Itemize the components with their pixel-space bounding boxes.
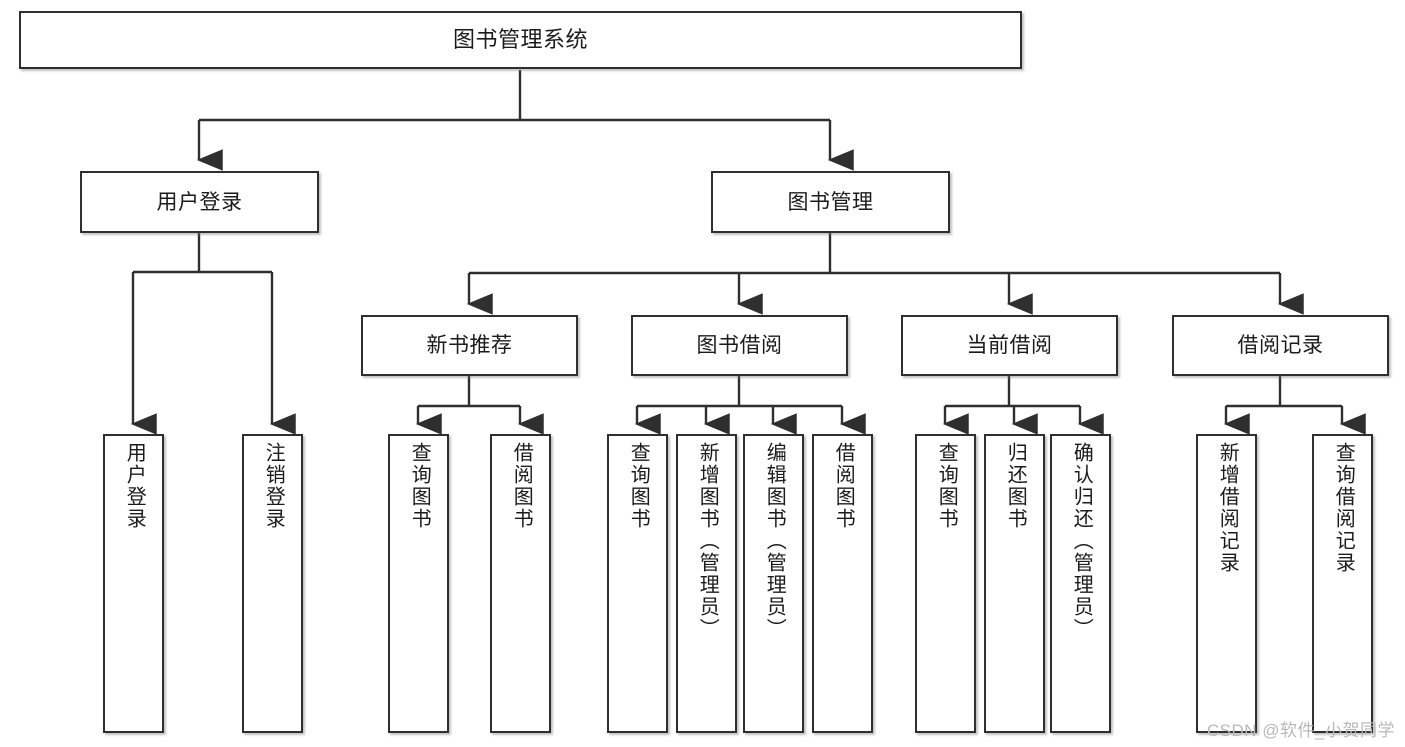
node-label: 新书推荐 — [426, 334, 513, 357]
leaf-add-record[interactable]: 新增借阅记录 — [1196, 434, 1257, 733]
leaf-confirm-return[interactable]: 确认归还（管理员） — [1050, 434, 1111, 733]
node-book-manage[interactable]: 图书管理 — [711, 171, 950, 233]
node-current-borrow[interactable]: 当前借阅 — [901, 315, 1118, 376]
csdn-watermark: CSDN @软件_小贺同学 — [1206, 721, 1395, 740]
node-label: 用户登录 — [156, 190, 243, 214]
node-root-system[interactable]: 图书管理系统 — [19, 11, 1022, 69]
node-label: 编辑图书（管理员） — [763, 442, 786, 640]
leaf-query-book-1[interactable]: 查询图书 — [388, 434, 449, 733]
node-label: 查询借阅记录 — [1332, 442, 1355, 574]
node-label: 借阅记录 — [1237, 334, 1324, 357]
node-label: 新增图书（管理员） — [696, 442, 719, 640]
leaf-borrow-book-1[interactable]: 借阅图书 — [490, 434, 551, 733]
leaf-query-record[interactable]: 查询借阅记录 — [1312, 434, 1373, 733]
node-book-borrow[interactable]: 图书借阅 — [631, 315, 848, 376]
leaf-add-book[interactable]: 新增图书（管理员） — [676, 434, 737, 733]
node-label: 图书管理 — [787, 190, 874, 214]
leaf-user-login[interactable]: 用户登录 — [103, 434, 164, 733]
node-label: 新增借阅记录 — [1216, 442, 1239, 574]
leaf-query-book-2[interactable]: 查询图书 — [607, 434, 668, 733]
node-label: 注销登录 — [262, 442, 285, 530]
node-label: 借阅图书 — [832, 442, 855, 530]
leaf-logout-login[interactable]: 注销登录 — [242, 434, 303, 733]
leaf-query-book-3[interactable]: 查询图书 — [915, 434, 976, 733]
node-label: 用户登录 — [123, 442, 146, 530]
node-label: 归还图书 — [1004, 442, 1027, 530]
leaf-edit-book[interactable]: 编辑图书（管理员） — [743, 434, 804, 733]
node-label: 查询图书 — [627, 442, 650, 530]
node-new-book-recommend[interactable]: 新书推荐 — [361, 315, 578, 376]
node-label: 当前借阅 — [966, 334, 1053, 357]
leaf-borrow-book-2[interactable]: 借阅图书 — [812, 434, 873, 733]
node-label: 图书管理系统 — [452, 27, 588, 52]
node-user-login[interactable]: 用户登录 — [80, 171, 319, 233]
node-label: 查询图书 — [408, 442, 431, 530]
node-label: 查询图书 — [935, 442, 958, 530]
node-borrow-record[interactable]: 借阅记录 — [1172, 315, 1389, 376]
node-label: 图书借阅 — [696, 334, 783, 357]
leaf-return-book[interactable]: 归还图书 — [984, 434, 1045, 733]
node-label: 借阅图书 — [510, 442, 533, 530]
node-label: 确认归还（管理员） — [1070, 442, 1093, 640]
